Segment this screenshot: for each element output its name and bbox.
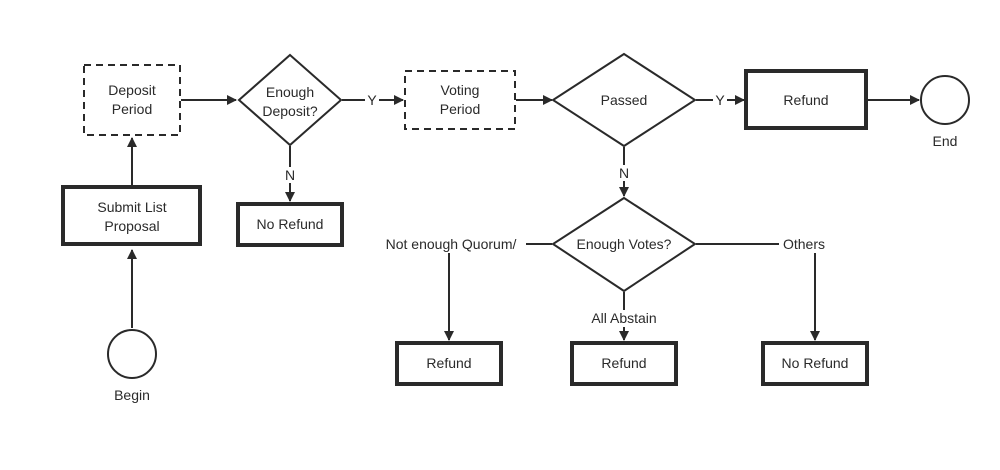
label-not-enough-quorum: Not enough Quorum/ bbox=[386, 236, 517, 252]
node-enough-votes: Enough Votes? bbox=[551, 196, 697, 293]
begin-label: Begin bbox=[114, 387, 150, 403]
submit-list-proposal-line-2: Proposal bbox=[104, 218, 159, 234]
refund-quorum-label: Refund bbox=[426, 355, 471, 371]
passed-label: Passed bbox=[601, 92, 648, 108]
label-passed-no: N bbox=[619, 165, 629, 181]
node-refund-abstain: Refund bbox=[570, 341, 678, 386]
voting-period-line-2: Period bbox=[440, 101, 480, 117]
no-refund-others-label: No Refund bbox=[782, 355, 849, 371]
deposit-period-line-2: Period bbox=[112, 101, 152, 117]
refund-abstain-label: Refund bbox=[601, 355, 646, 371]
node-refund-after-passed: Refund bbox=[744, 69, 868, 130]
node-no-refund-deposit: No Refund bbox=[236, 202, 344, 247]
voting-period-line-1: Voting bbox=[441, 82, 480, 98]
no-refund-deposit-label: No Refund bbox=[257, 216, 324, 232]
node-submit-list-proposal: Submit List Proposal bbox=[61, 185, 202, 246]
node-enough-deposit: Enough Deposit? bbox=[237, 53, 343, 147]
deposit-period-line-1: Deposit bbox=[108, 82, 156, 98]
refund-after-passed-label: Refund bbox=[783, 92, 828, 108]
enough-deposit-line-1: Enough bbox=[266, 84, 314, 100]
node-refund-quorum: Refund bbox=[395, 341, 503, 386]
node-no-refund-others: No Refund bbox=[761, 341, 869, 386]
node-begin bbox=[107, 329, 157, 379]
enough-deposit-line-2: Deposit? bbox=[262, 103, 317, 119]
node-end bbox=[920, 75, 970, 125]
edge-not-enough-quorum bbox=[444, 243, 552, 341]
label-all-abstain: All Abstain bbox=[591, 310, 656, 326]
label-deposit-no: N bbox=[285, 167, 295, 183]
node-deposit-period: Deposit Period bbox=[83, 64, 181, 136]
label-others: Others bbox=[783, 236, 825, 252]
enough-votes-label: Enough Votes? bbox=[577, 236, 672, 252]
submit-list-proposal-line-1: Submit List bbox=[97, 199, 166, 215]
label-passed-yes: Y bbox=[715, 92, 725, 108]
edge-labels: Y N Y N Not enough Quorum/ All Abstain O… bbox=[282, 92, 829, 327]
label-deposit-yes: Y bbox=[367, 92, 377, 108]
edge-others bbox=[696, 243, 820, 341]
end-label: End bbox=[933, 133, 958, 149]
node-voting-period: Voting Period bbox=[404, 70, 516, 130]
node-passed: Passed bbox=[551, 52, 697, 148]
